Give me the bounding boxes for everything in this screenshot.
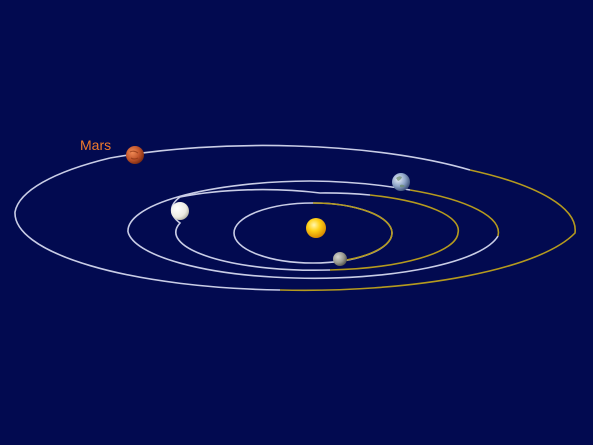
mars-planet bbox=[126, 146, 144, 164]
earth-orbit bbox=[127, 180, 500, 280]
earth-planet bbox=[392, 173, 410, 191]
venus-planet bbox=[171, 202, 189, 220]
mars-orbit bbox=[14, 144, 576, 292]
mercury-planet bbox=[333, 252, 347, 266]
mercury-orbit bbox=[233, 202, 393, 264]
sun bbox=[306, 218, 326, 238]
mars-label: Mars bbox=[80, 137, 111, 153]
